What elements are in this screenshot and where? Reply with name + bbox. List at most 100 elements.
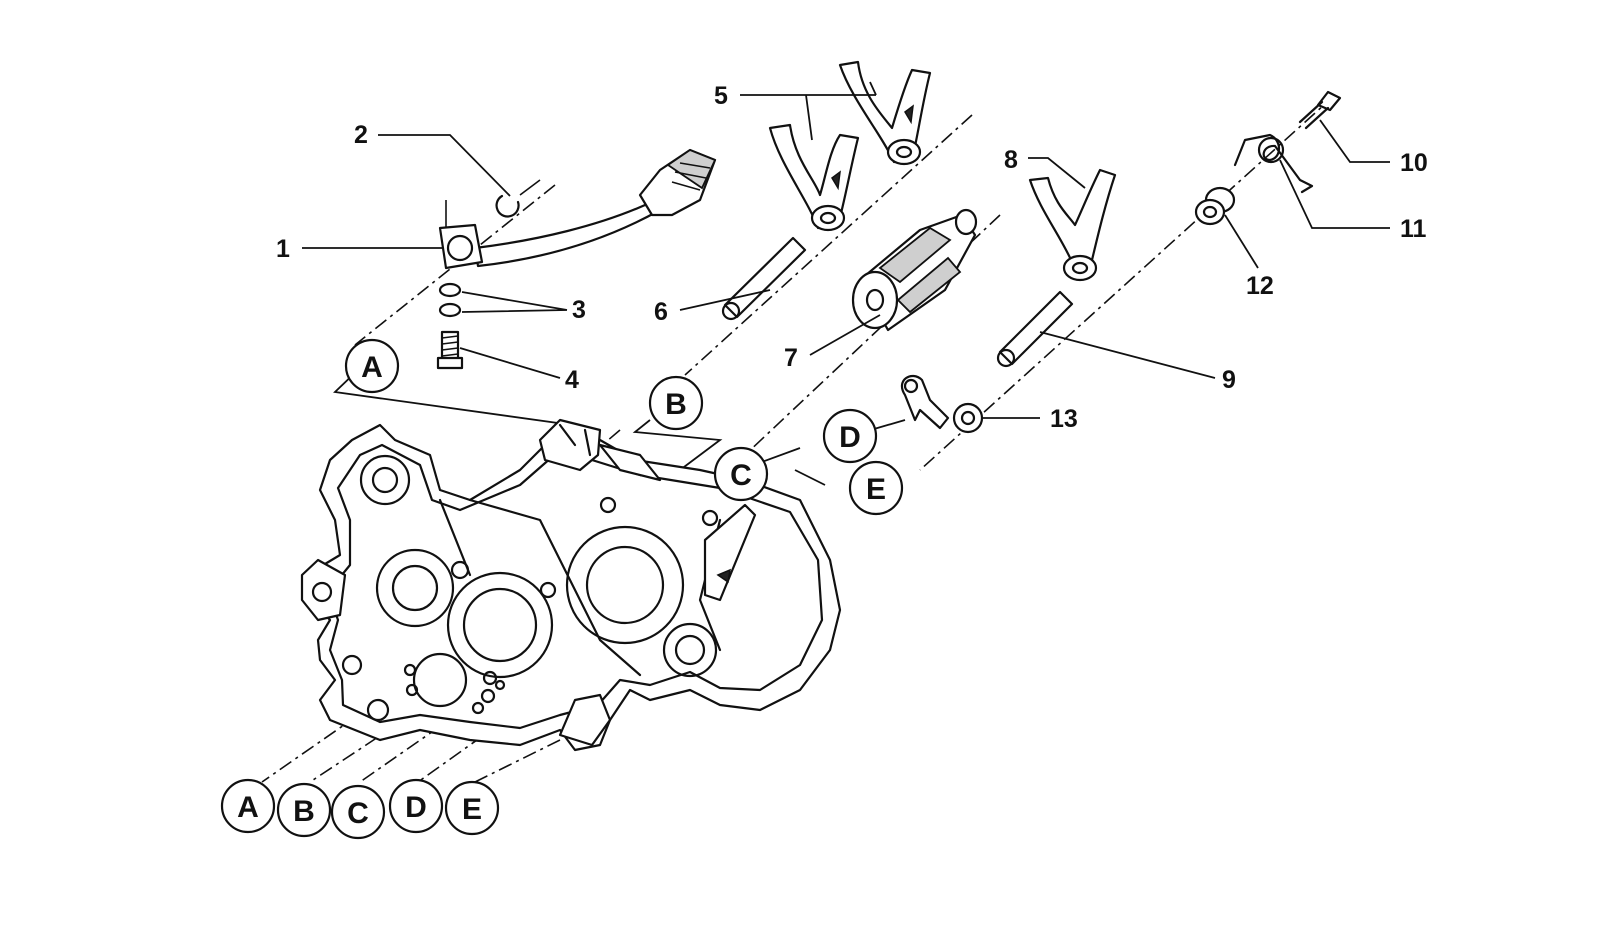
circlip-ring — [495, 194, 520, 218]
callout-lower-b — [276, 782, 332, 838]
lower-mount-lug — [558, 693, 612, 747]
breather-boss — [598, 443, 662, 482]
label-11: 11 — [1400, 215, 1427, 243]
main-bearing-bore — [446, 571, 554, 679]
callout-lower-c — [330, 784, 386, 840]
label-12: 12 — [1246, 272, 1274, 300]
fork-lower-bore — [819, 211, 837, 225]
fork-shaft-body — [723, 236, 807, 319]
bolt-thread — [441, 335, 459, 357]
leader-3 — [461, 291, 568, 313]
leader-9 — [1039, 331, 1216, 379]
callout-upper-a-text: A — [361, 351, 383, 384]
callout-lower-b-text: B — [293, 795, 315, 828]
bushing-bore — [1202, 205, 1218, 219]
callout-upper-a — [344, 338, 400, 394]
drum-groove-2 — [896, 256, 962, 314]
part-bolt — [436, 330, 464, 370]
small-hole-2 — [405, 683, 419, 697]
label-13: 13 — [1050, 405, 1078, 433]
leader-5 — [740, 81, 877, 141]
label-1: 1 — [276, 235, 290, 263]
small-hole-5 — [471, 701, 485, 715]
fork-upper-hub — [886, 138, 922, 166]
detent-lever — [900, 374, 950, 430]
leader-12 — [1224, 214, 1259, 269]
part-screw — [1298, 90, 1342, 130]
bolt-hole-1 — [599, 496, 617, 514]
lower-boss — [366, 698, 390, 722]
crankcase-gasket-face — [326, 443, 824, 730]
output-bearing-bore — [565, 525, 685, 645]
lever-pedal-rubber — [666, 148, 717, 190]
lower-right-bore-inner — [674, 634, 706, 666]
screw-shank — [1298, 100, 1330, 130]
route-b — [632, 419, 723, 471]
callout-lower-c-text: C — [347, 797, 369, 830]
callout-lower-d-text: D — [405, 791, 427, 824]
fork-lower — [768, 123, 860, 230]
drum-groove-1 — [878, 226, 952, 284]
shift-spindle-slot — [703, 503, 757, 602]
lever-spline-bore — [446, 234, 474, 262]
lower-reference-callouts: A B C D E — [220, 778, 500, 840]
lever-clamp-head — [438, 223, 484, 270]
drum-end-bore — [865, 288, 885, 312]
leader-lines — [302, 81, 1390, 419]
drum-end-face — [851, 270, 899, 330]
part-bushing — [1194, 186, 1236, 226]
callout-lower-a — [220, 778, 276, 834]
small-hole-6 — [494, 679, 506, 691]
label-3: 3 — [572, 296, 586, 324]
part-washers — [438, 282, 462, 318]
circlip-axis — [519, 179, 541, 196]
label-2: 2 — [354, 121, 368, 149]
spring-wire — [1233, 133, 1314, 194]
callout-upper-b-text: B — [665, 388, 687, 421]
detent-housing-ribs — [558, 423, 592, 457]
second-shaft-end — [996, 348, 1016, 368]
callout-upper-e — [848, 460, 904, 516]
upper-boss — [359, 454, 411, 506]
part-number-labels: 1 2 3 4 5 6 7 8 9 10 11 12 13 — [276, 82, 1428, 433]
second-shaft-body — [998, 290, 1074, 366]
leader-11 — [1279, 159, 1390, 229]
fork-lower-pin — [831, 170, 841, 191]
leader-7 — [809, 314, 881, 356]
part-spring — [1233, 133, 1314, 194]
left-mount-lug-hole — [311, 581, 333, 603]
small-hole-3 — [482, 670, 498, 686]
axis-bottom-d — [417, 719, 506, 783]
label-4: 4 — [565, 366, 579, 394]
ring-outer — [952, 402, 984, 434]
main-bearing-bore-inner — [462, 587, 538, 663]
bushing-face — [1194, 198, 1226, 226]
crankcase — [300, 418, 842, 752]
fork-upper-bore — [895, 145, 913, 159]
bolt-head — [436, 356, 464, 370]
spindle-detail — [716, 568, 731, 584]
leader-10 — [1319, 119, 1390, 163]
fork-third-body — [1028, 168, 1117, 264]
callout-lower-e-text: E — [462, 793, 482, 826]
fork-upper — [838, 60, 932, 164]
leader-4 — [459, 347, 561, 379]
left-mount-lug — [300, 558, 347, 622]
part-fork-shaft — [721, 236, 807, 321]
part-ring-detent — [900, 374, 984, 434]
axis-forks — [684, 114, 973, 376]
screw-head — [1316, 90, 1342, 112]
small-hole-1 — [403, 663, 417, 677]
route-e — [794, 469, 826, 486]
leader-2 — [378, 134, 511, 197]
callout-upper-d-text: D — [839, 421, 861, 454]
upper-reference-callouts: A B C D E — [344, 338, 904, 516]
label-10: 10 — [1400, 149, 1428, 177]
part-shift-forks — [768, 60, 932, 232]
label-9: 9 — [1222, 366, 1236, 394]
callout-upper-d — [822, 408, 878, 464]
input-shaft-bore-inner — [391, 564, 439, 612]
part-shift-drum — [851, 208, 978, 332]
